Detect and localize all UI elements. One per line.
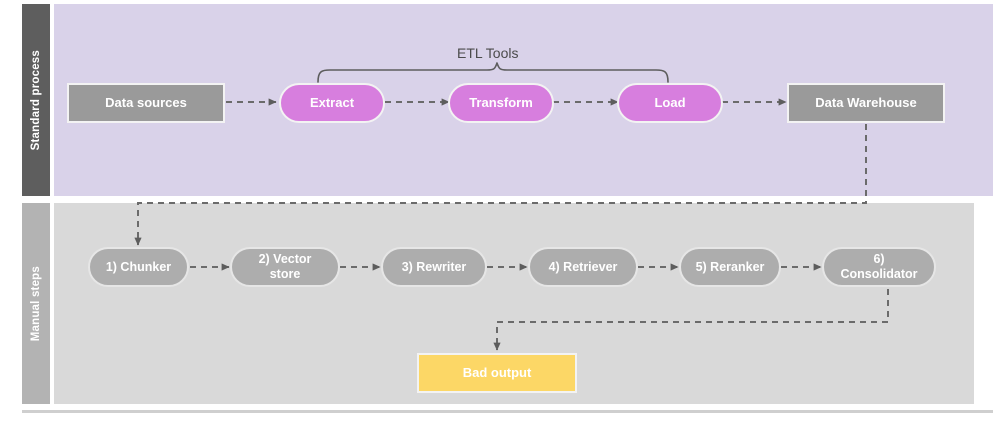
node-label-extract: Extract <box>309 95 355 111</box>
lane-label-standard-process: Standard process <box>30 49 42 151</box>
lane-header-standard-process: Standard process <box>22 4 50 196</box>
node-label-consolidator: 6) Consolidator <box>840 252 917 282</box>
node-retriever[interactable]: 4) Retriever <box>528 247 638 287</box>
node-label-vector-store-line1: 2) Vector <box>258 252 312 267</box>
node-extract[interactable]: Extract <box>279 83 385 123</box>
bottom-divider <box>22 410 993 413</box>
etl-tools-label: ETL Tools <box>457 45 519 61</box>
node-label-chunker: 1) Chunker <box>105 259 172 274</box>
node-transform[interactable]: Transform <box>448 83 554 123</box>
node-chunker[interactable]: 1) Chunker <box>88 247 189 287</box>
node-label-bad-output: Bad output <box>462 365 532 381</box>
node-vector-store[interactable]: 2) Vector store <box>230 247 340 287</box>
lane-header-manual-steps: Manual steps <box>22 203 50 404</box>
node-bad-output[interactable]: Bad output <box>417 353 577 393</box>
node-label-transform: Transform <box>469 95 533 111</box>
node-label-vector-store: 2) Vector store <box>259 252 312 282</box>
node-label-rewriter: 3) Rewriter <box>401 259 467 274</box>
node-consolidator[interactable]: 6) Consolidator <box>822 247 936 287</box>
node-data-sources[interactable]: Data sources <box>67 83 225 123</box>
node-rewriter[interactable]: 3) Rewriter <box>381 247 487 287</box>
node-reranker[interactable]: 5) Reranker <box>679 247 781 287</box>
lane-label-manual-steps: Manual steps <box>30 265 42 342</box>
node-label-consolidator-line2: Consolidator <box>840 267 918 281</box>
node-label-load: Load <box>654 95 686 111</box>
node-label-data-warehouse: Data Warehouse <box>815 95 917 111</box>
node-label-vector-store-line2: store <box>269 267 301 281</box>
node-label-retriever: 4) Retriever <box>548 259 618 274</box>
node-label-consolidator-line1: 6) <box>873 252 885 267</box>
node-load[interactable]: Load <box>617 83 723 123</box>
node-data-warehouse[interactable]: Data Warehouse <box>787 83 945 123</box>
node-label-data-sources: Data sources <box>105 95 187 111</box>
node-label-reranker: 5) Reranker <box>695 259 765 274</box>
